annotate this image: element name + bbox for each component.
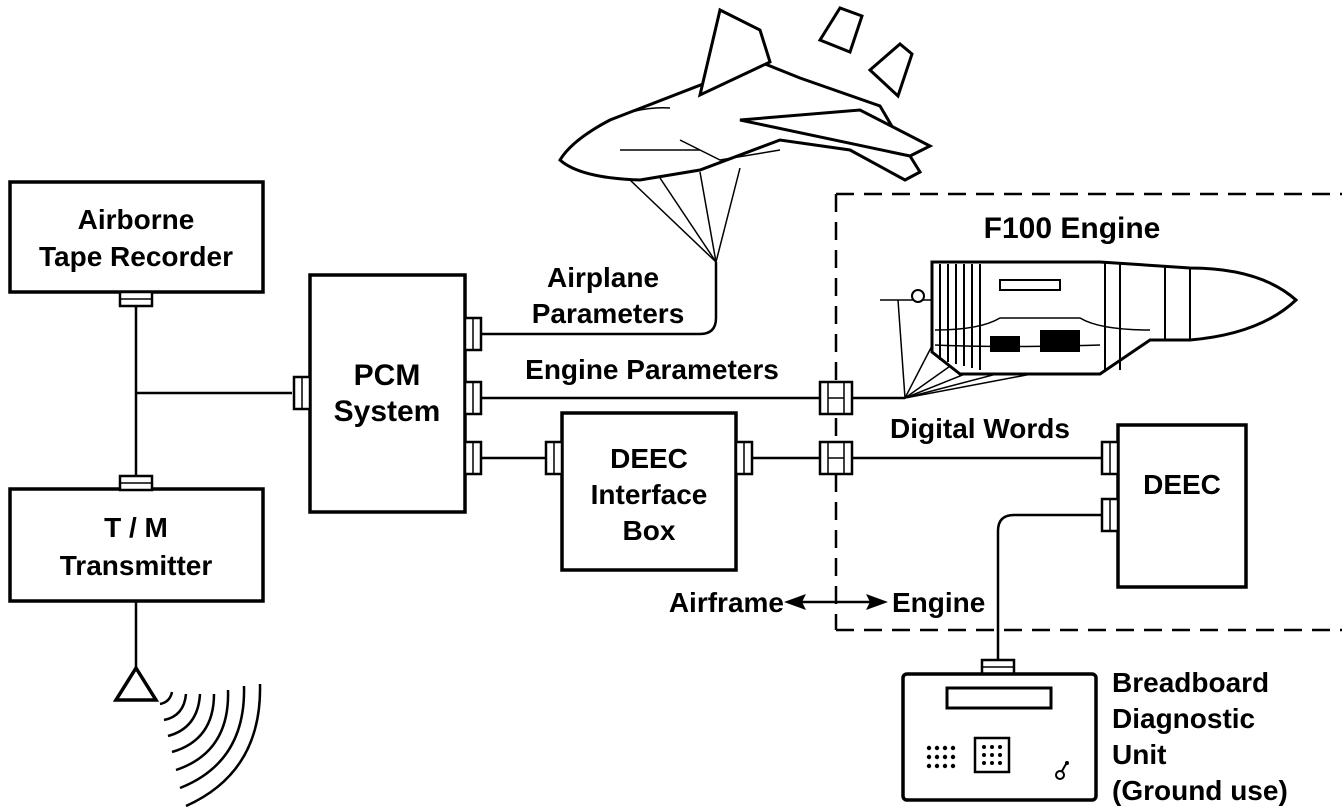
breadboard-label-line1: Breadboard	[1112, 667, 1269, 698]
deec-unit: DEEC	[1116, 423, 1248, 589]
pcm-system: PCM System	[308, 273, 467, 514]
deec-label: DEEC	[1143, 469, 1221, 500]
breadboard-diagnostic-unit	[901, 658, 1098, 802]
pcm-output-connectors	[463, 316, 483, 476]
breadboard-label-line4: (Ground use)	[1112, 775, 1288, 806]
airplane-icon	[558, 6, 934, 263]
knob-icon	[1055, 761, 1069, 780]
deec-connectors	[1100, 440, 1120, 533]
tape-recorder-label-line1: Airborne	[78, 204, 195, 235]
interface-box-connectors	[544, 440, 754, 476]
deec-interface-box: DEEC Interface Box	[560, 411, 738, 572]
transmitter-label-line2: Transmitter	[60, 550, 213, 581]
tm-transmitter: T / M Transmitter	[8, 487, 265, 603]
engine-boundary	[834, 192, 1342, 632]
airframe-label: Airframe	[669, 587, 784, 618]
interface-box-label-line1: DEEC	[610, 443, 688, 474]
transmitter-label-line1: T / M	[104, 512, 168, 543]
interface-box-label-line2: Interface	[591, 479, 708, 510]
tape-recorder-connector	[118, 290, 154, 308]
airborne-tape-recorder: Airborne Tape Recorder	[8, 180, 265, 294]
bulkhead-connector-upper	[818, 380, 854, 416]
airplane-parameters-label-line2: Parameters	[532, 298, 685, 329]
engine-parameters-label: Engine Parameters	[525, 354, 779, 385]
airframe-engine-arrow	[784, 594, 888, 610]
antenna-icon	[112, 601, 262, 808]
pcm-input-connector	[292, 375, 312, 411]
breadboard-label-line2: Diagnostic	[1112, 703, 1255, 734]
deec-to-breadboard-line	[996, 513, 1102, 660]
transmitter-connector	[118, 474, 154, 492]
pcm-label-line1: PCM	[354, 359, 421, 392]
airplane-parameters-label-line1: Airplane	[547, 262, 659, 293]
interface-box-label-line3: Box	[623, 515, 676, 546]
breadboard-label-line3: Unit	[1112, 739, 1166, 770]
f100-engine-label: F100 Engine	[984, 212, 1161, 245]
digital-words-label: Digital Words	[890, 413, 1070, 444]
airplane-parameters-line	[481, 262, 718, 336]
f100-engine-icon	[880, 260, 1299, 376]
bulkhead-connector-lower	[818, 440, 854, 476]
tape-recorder-label-line2: Tape Recorder	[39, 241, 233, 272]
pcm-label-line2: System	[334, 395, 441, 428]
engine-label: Engine	[892, 587, 985, 618]
